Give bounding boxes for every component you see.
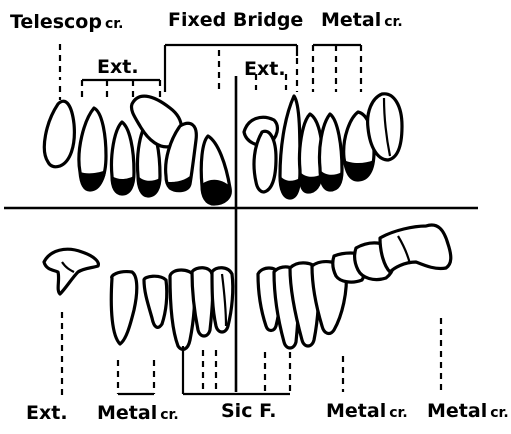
- label-metal-lower-left-cr: cr.: [160, 407, 179, 423]
- label-metal-lower-mid-cr: cr.: [389, 405, 408, 421]
- upper-teeth: [44, 94, 402, 204]
- label-fixed-bridge: Fixed Bridge: [168, 11, 303, 30]
- label-ext-lower: Ext.: [26, 404, 68, 423]
- label-metal-upper-cr: cr.: [384, 14, 403, 30]
- label-ext-upper-left: Ext.: [97, 58, 139, 77]
- label-sic-f: Sic F.: [221, 402, 276, 421]
- label-metal-lower-right-cr: cr.: [490, 405, 509, 421]
- label-telescope-cr: cr.: [105, 16, 124, 32]
- label-ext-upper-right: Ext.: [244, 60, 286, 79]
- lower-teeth: [44, 225, 451, 349]
